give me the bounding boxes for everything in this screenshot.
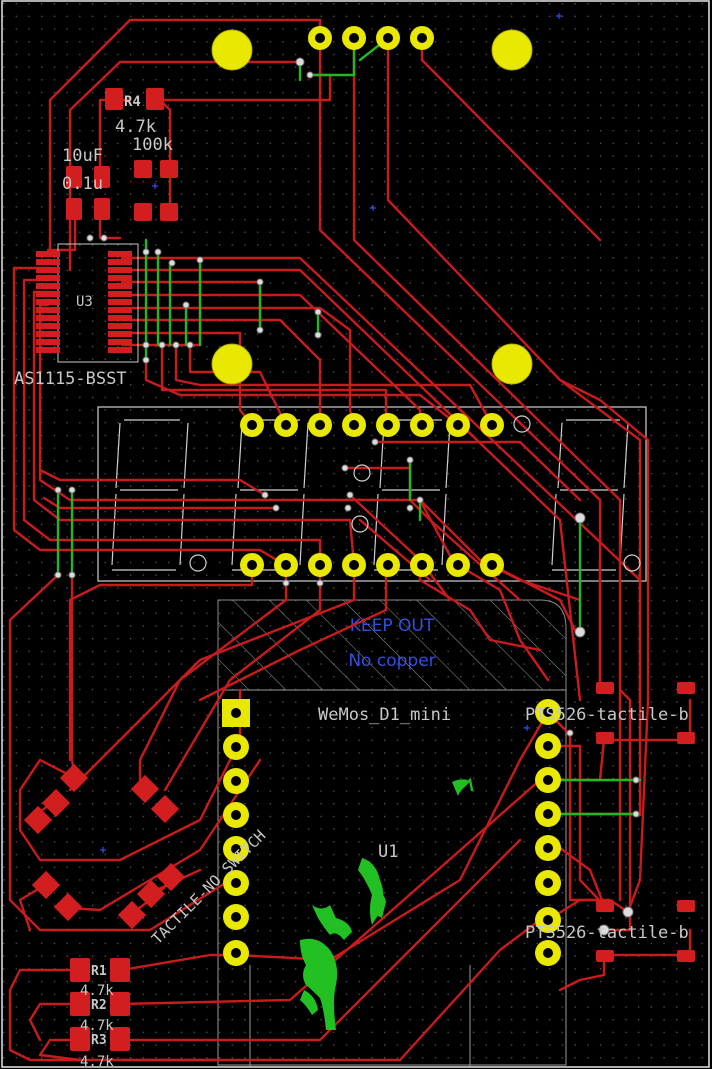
- r1-ref-label: R1: [91, 964, 107, 979]
- keepout-text-2: No copper: [348, 651, 435, 671]
- r1-value-label: 4.7k: [80, 983, 114, 999]
- r3-ref-label: R3: [91, 1033, 107, 1048]
- display-pins: [189, 413, 641, 577]
- top-copper-traces: [8, 18, 692, 1062]
- tactile-top-label: PTS526-tactile-b: [525, 705, 689, 725]
- r2-ref-label: R2: [91, 998, 107, 1013]
- wemos-value-label: WeMos_D1_mini: [318, 705, 451, 725]
- right-tactile-pads: [596, 682, 695, 962]
- r4-ref-label: R4: [124, 94, 141, 110]
- u3-ref-label: U3: [76, 294, 93, 310]
- u3-value-label: AS1115-BSST: [14, 369, 127, 389]
- r3-value-label: 4.7k: [80, 1054, 114, 1069]
- tactile-bottom-label: PTS526-tactile-b: [525, 923, 689, 943]
- r4-value-label: 4.7k: [115, 117, 156, 137]
- keepout-text-1: KEEP OUT: [350, 616, 435, 636]
- resistor-pads: [70, 958, 130, 1051]
- tactile-switch-pads: [23, 763, 186, 930]
- via-icon: [295, 57, 305, 67]
- mounting-hole-icon: [491, 343, 533, 385]
- cap-ref-label: 0.1u: [62, 174, 103, 194]
- mounting-holes: [211, 29, 533, 385]
- wemos-ref-label: U1: [378, 842, 398, 862]
- u3-ic: [36, 243, 139, 363]
- r2-value-label: 4.7k: [80, 1018, 114, 1034]
- mounting-hole-icon: [211, 343, 253, 385]
- anchor-marks: [100, 13, 562, 853]
- smd-passives-top: [66, 88, 178, 221]
- r-100k-label: 100k: [132, 135, 173, 155]
- top-header: [308, 26, 434, 50]
- wemos-outline: [217, 689, 567, 1066]
- wemos-pads: [222, 699, 561, 966]
- cap-value-label: 10uF: [62, 146, 103, 166]
- mounting-hole-icon: [211, 29, 253, 71]
- bottom-copper-traces: [56, 36, 642, 816]
- logo-artwork-icon: [300, 779, 468, 1030]
- mounting-hole-icon: [491, 29, 533, 71]
- vias: [54, 57, 640, 936]
